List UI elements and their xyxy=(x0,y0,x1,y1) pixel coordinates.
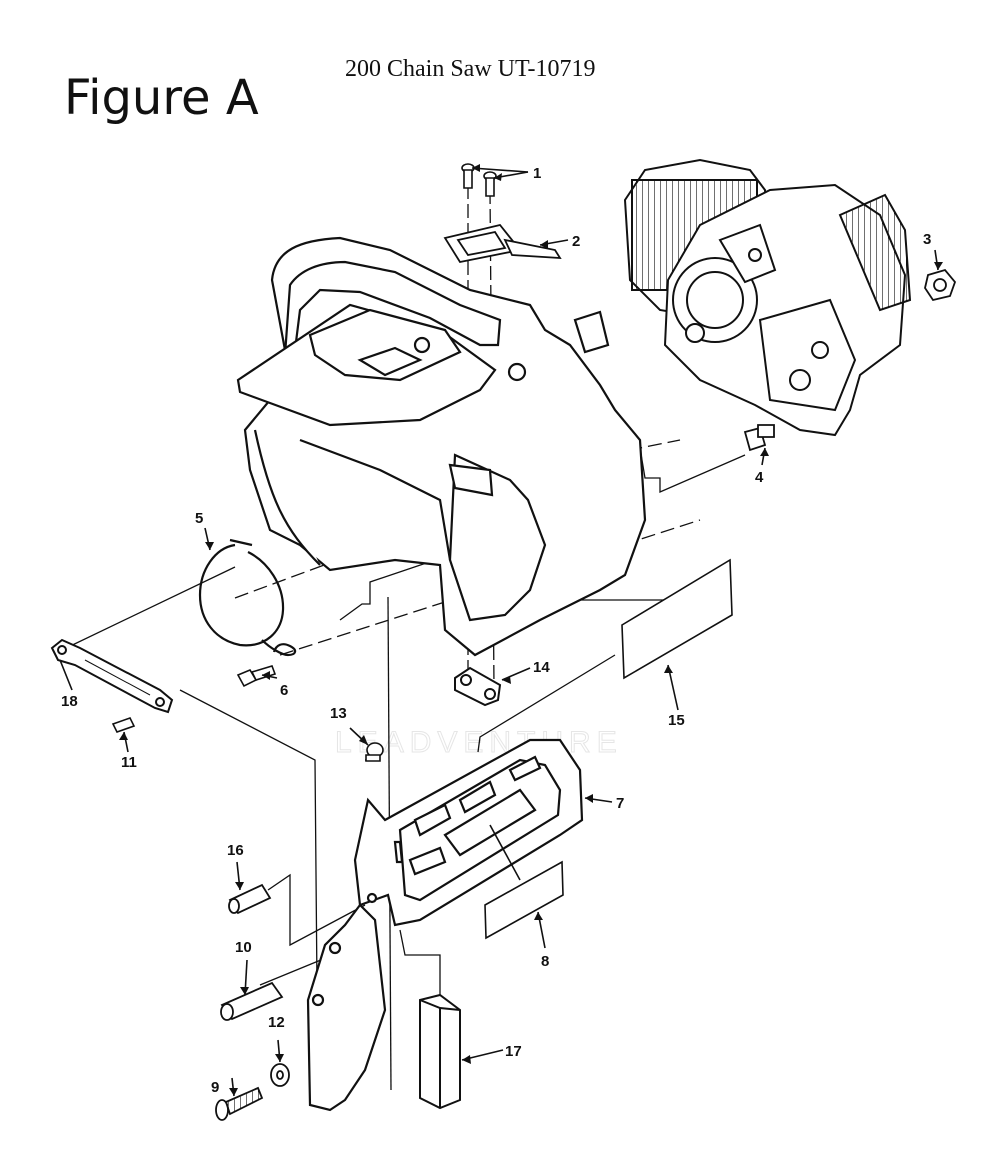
document-title: 200 Chain Saw UT-10719 xyxy=(345,56,596,82)
screw-part-9 xyxy=(216,1088,262,1120)
callout-13: 13 xyxy=(330,705,347,722)
handle-housing xyxy=(238,238,645,655)
callout-15: 15 xyxy=(668,712,685,729)
callout-4: 4 xyxy=(755,469,764,486)
callout-5: 5 xyxy=(195,510,203,527)
spring-part-5 xyxy=(200,540,295,655)
callout-14: 14 xyxy=(533,659,550,676)
screw-part-6 xyxy=(238,666,275,686)
callout-6: 6 xyxy=(280,682,288,699)
decal-part-8 xyxy=(485,862,563,938)
foam-part-17 xyxy=(420,995,460,1108)
grommet-part-13 xyxy=(366,743,383,761)
lever-part-18 xyxy=(52,640,172,712)
callout-17: 17 xyxy=(505,1043,522,1060)
callout-11: 11 xyxy=(121,754,137,771)
figure-label: Figure A xyxy=(64,70,259,126)
latch-part-2 xyxy=(445,225,560,262)
callout-12: 12 xyxy=(268,1014,285,1031)
bolt-part-4 xyxy=(745,425,774,450)
pin-part-10 xyxy=(221,983,282,1020)
callout-1: 1 xyxy=(533,165,541,182)
plate-part-14 xyxy=(455,668,500,705)
decal-part-15 xyxy=(622,560,732,678)
callout-10: 10 xyxy=(235,939,252,956)
washer-part-12 xyxy=(271,1064,289,1086)
screws-part-1 xyxy=(462,164,496,196)
callout-18: 18 xyxy=(61,693,78,710)
engine-assembly xyxy=(625,160,910,435)
cover-part-7 xyxy=(308,740,582,1110)
callout-3: 3 xyxy=(923,231,931,248)
pin-part-16 xyxy=(229,885,270,913)
arrowheads xyxy=(119,164,943,1096)
nut-part-3 xyxy=(925,270,955,300)
callout-16: 16 xyxy=(227,842,244,859)
callout-2: 2 xyxy=(572,233,580,250)
callout-9: 9 xyxy=(211,1079,219,1096)
callout-labels: 1 2 3 4 5 6 7 8 9 10 11 12 13 14 15 16 1… xyxy=(61,165,931,1096)
pin-part-11 xyxy=(113,718,134,732)
callout-8: 8 xyxy=(541,953,549,970)
callout-7: 7 xyxy=(616,795,624,812)
